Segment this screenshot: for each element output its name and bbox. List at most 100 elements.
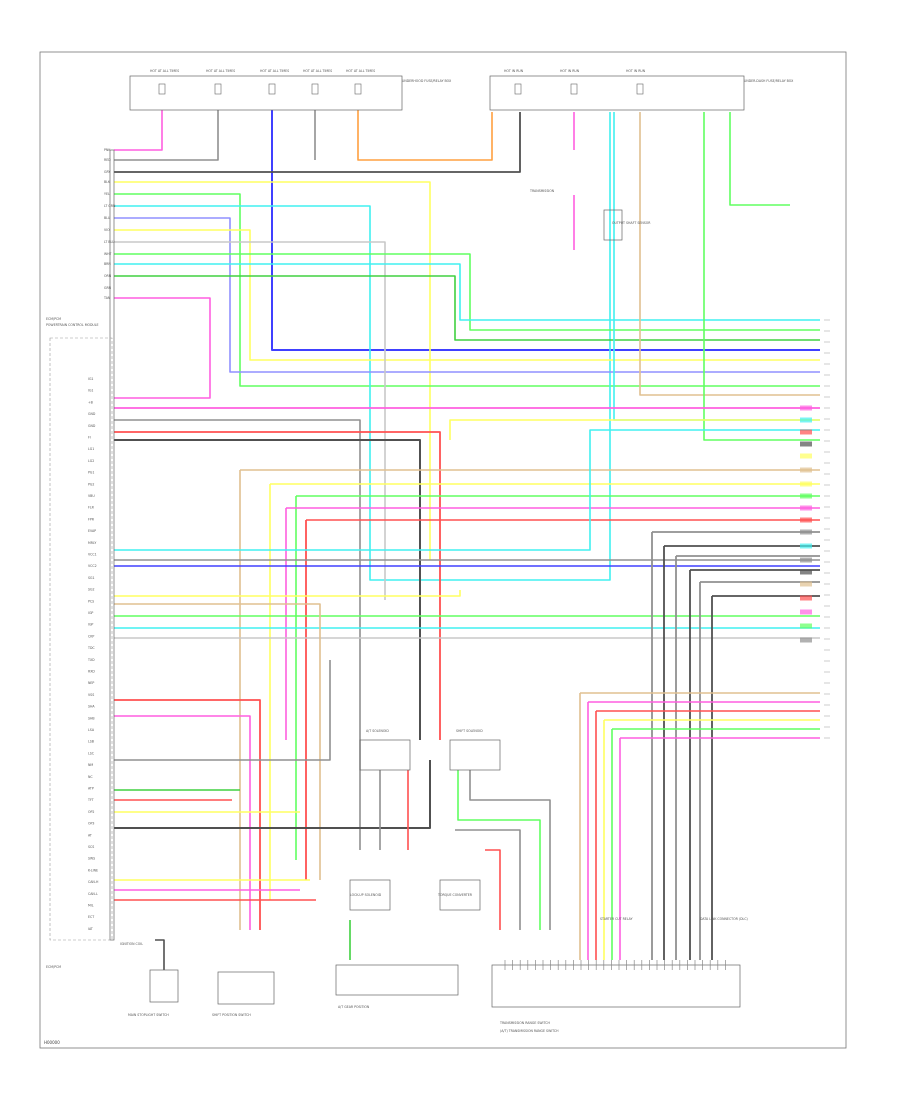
- right-terminal: [800, 493, 812, 499]
- fuse-symbol: [514, 83, 522, 95]
- right-terminal: [800, 623, 812, 629]
- wire-violet-a: [114, 217, 820, 373]
- ecm-pin-label: PCS: [88, 599, 94, 603]
- ecm-pin-label: CAN-H: [88, 880, 99, 884]
- footer-code: H00000: [44, 1040, 60, 1045]
- wire-yellow-row: [449, 419, 820, 440]
- ecm-pin-label: PG1: [88, 471, 94, 475]
- wire-pink-loop: [114, 297, 211, 399]
- component-label: SHIFT SOLENOID: [456, 729, 483, 733]
- ecm-pin-label: EVAP: [88, 529, 96, 533]
- right-terminal: [800, 441, 812, 447]
- wire-center-e: [455, 829, 521, 930]
- component-label: MAIN STOPLIGHT SWITCH: [128, 1013, 169, 1017]
- ecm-pin-label: LSA: [88, 728, 95, 732]
- right-terminal: [800, 517, 812, 523]
- wire-stoplight: [155, 939, 165, 970]
- ecm-pin-label: SG2: [88, 588, 95, 592]
- component-label: STARTER CUT RELAY: [600, 917, 633, 921]
- ecm-pin-label: IG1: [88, 389, 93, 393]
- ecm-pin-label: CKP: [88, 634, 94, 638]
- wire-pink-ecm-low: [114, 715, 251, 930]
- ecm-pin-label: SHA: [88, 705, 95, 709]
- diagram-frame: [39, 51, 847, 1049]
- right-terminal: [800, 557, 812, 563]
- fuse-label: HOT AT ALL TIMES: [150, 69, 179, 73]
- wire-ltgreen-right: [703, 112, 820, 441]
- ecm-pin-label: IGP: [88, 623, 93, 627]
- component-label: LOCK-UP SOLENOID: [350, 893, 382, 897]
- transmission-range-note: (A/T) TRANSMISSION RANGE SWITCH: [500, 1029, 559, 1033]
- right-terminal: [800, 543, 812, 549]
- wire-layer: [114, 110, 820, 970]
- ecm-pin-label: OP2: [88, 810, 94, 814]
- component-label: TRANSMISSION RANGE SWITCH: [499, 1021, 550, 1025]
- wire-code: LT BLU: [104, 240, 115, 244]
- wire-gray-ecm-low: [114, 660, 331, 761]
- ecm-pin-label: TFT: [87, 798, 94, 802]
- wire-code: YEL: [104, 192, 110, 196]
- wire-ltgreen-switch: [729, 112, 790, 206]
- wire-code: ORN: [104, 274, 112, 278]
- fuse-label: HOT IN RUN: [560, 69, 580, 73]
- ecm-pin-label: MRLY: [88, 541, 96, 545]
- ecm-label: ECM/PCM: [46, 965, 61, 969]
- wire-code: TAN: [103, 296, 111, 300]
- fuse-symbol: [354, 83, 362, 95]
- ecm-pin-label: +B: [88, 400, 93, 404]
- wire-blue-trunk: [271, 110, 820, 351]
- right-terminal: [800, 637, 812, 643]
- ecm-pin-label: LG1: [88, 447, 94, 451]
- component-label: SHIFT POSITION SWITCH: [212, 1013, 251, 1017]
- wire-center-c: [457, 770, 541, 930]
- component-layer: [49, 75, 830, 1008]
- ecm-pin-label: LSC: [88, 751, 95, 755]
- wire-code: BLU: [104, 216, 111, 220]
- wire-code: VIO: [104, 228, 110, 232]
- ecm-pin-label: PG2: [88, 482, 94, 486]
- wire-dark-top: [114, 112, 521, 173]
- wire-tan-right: [639, 112, 820, 396]
- wire-tan-low: [114, 603, 321, 880]
- wire-orange-loop: [357, 110, 493, 161]
- wire-cyan-b: [114, 263, 820, 321]
- wire-center-d: [469, 770, 551, 930]
- ecm-pin-label: OP3: [88, 822, 94, 826]
- fuse-label: HOT AT ALL TIMES: [260, 69, 289, 73]
- ecm-pin-label: VBU: [88, 494, 95, 498]
- right-terminal: [800, 569, 812, 575]
- wire-code: RED: [104, 158, 111, 162]
- ecm-pin-label: IG1: [88, 377, 93, 381]
- fuse-symbol: [214, 83, 222, 95]
- fuse-symbol: [311, 83, 319, 95]
- right-terminal: [800, 595, 812, 601]
- wire-yellow-b: [114, 229, 820, 361]
- fuse-symbol: [268, 83, 276, 95]
- wire-red-row: [114, 431, 441, 740]
- right-terminal: [800, 609, 812, 615]
- shift-position-box: [217, 971, 275, 1005]
- right-terminal: [800, 417, 812, 423]
- wire-code: BLK: [104, 180, 111, 184]
- right-terminal: [800, 505, 812, 511]
- ecm-pin-label: NM: [88, 763, 93, 767]
- ecm-label: ECM/PCM: [46, 317, 61, 321]
- ecm-pin-label: FLR: [88, 506, 95, 510]
- wire-cyan-mid: [114, 429, 820, 551]
- wire-pink-fuse: [114, 110, 163, 151]
- ecm-pin-label: TDC: [87, 646, 95, 650]
- ecm-pin-label: GND: [88, 424, 96, 428]
- component-label: TORQUE CONVERTER: [437, 893, 473, 897]
- wire-code: PNK: [104, 148, 111, 152]
- fuse-label: HOT AT ALL TIMES: [206, 69, 235, 73]
- ecm-pin-label: AT: [88, 833, 92, 837]
- stoplight-switch-box: [149, 969, 179, 1003]
- fuse-symbol: [158, 83, 166, 95]
- ecm-pin-label: VCC2: [88, 564, 97, 568]
- wire-code: WHT: [104, 252, 112, 256]
- wire-code: LT GRN: [104, 204, 116, 208]
- ecm-pin-label: CAN-L: [88, 892, 98, 896]
- fuse-label: HOT IN RUN: [504, 69, 524, 73]
- ecm-pin-label: ECT: [88, 915, 94, 919]
- ecm-pin-label: SWS: [88, 857, 95, 861]
